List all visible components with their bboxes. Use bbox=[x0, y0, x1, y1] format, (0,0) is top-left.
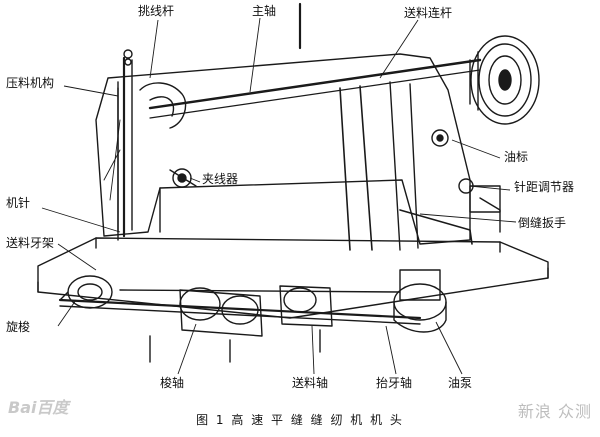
watermark-sina: 新浪 众测 bbox=[517, 402, 592, 421]
gear-cluster bbox=[179, 285, 333, 337]
label-take-up-lever: 挑线杆 bbox=[138, 4, 175, 18]
label-feed-dog-carrier: 送料牙架 bbox=[6, 236, 55, 250]
label-feed-shaft: 送料轴 bbox=[292, 376, 329, 390]
label-thread-tension: 夹线器 bbox=[202, 172, 239, 186]
handwheel bbox=[469, 35, 540, 125]
label-hook-shaft: 梭轴 bbox=[160, 376, 185, 390]
label-oil-gauge: 油标 bbox=[504, 150, 529, 164]
lower-shaft bbox=[58, 298, 422, 320]
label-lift-shaft: 抬牙轴 bbox=[376, 376, 413, 390]
watermark-baidu: Bai百度 bbox=[8, 398, 69, 417]
label-needle: 机针 bbox=[6, 196, 31, 210]
label-reverse-lever: 倒缝扳手 bbox=[518, 216, 567, 230]
needle-bar-area bbox=[103, 49, 187, 241]
figure-caption: 图 1 高 速 平 缝 缝 纫 机 机 头 bbox=[196, 413, 404, 427]
label-oil-pump: 油泵 bbox=[448, 376, 473, 390]
label-presser-mechanism: 压料机构 bbox=[6, 76, 55, 90]
main-shaft bbox=[148, 58, 482, 110]
label-stitch-regulator: 针距调节器 bbox=[514, 180, 575, 194]
rotary-hook bbox=[59, 275, 113, 309]
label-feed-link-rod: 送料连杆 bbox=[404, 6, 453, 20]
base-plate bbox=[37, 237, 549, 319]
oil-pump bbox=[393, 269, 447, 333]
arm-body bbox=[95, 53, 471, 245]
label-main-shaft: 主轴 bbox=[252, 4, 277, 18]
label-rotary-hook: 旋梭 bbox=[6, 320, 31, 334]
tension-device bbox=[169, 168, 197, 188]
